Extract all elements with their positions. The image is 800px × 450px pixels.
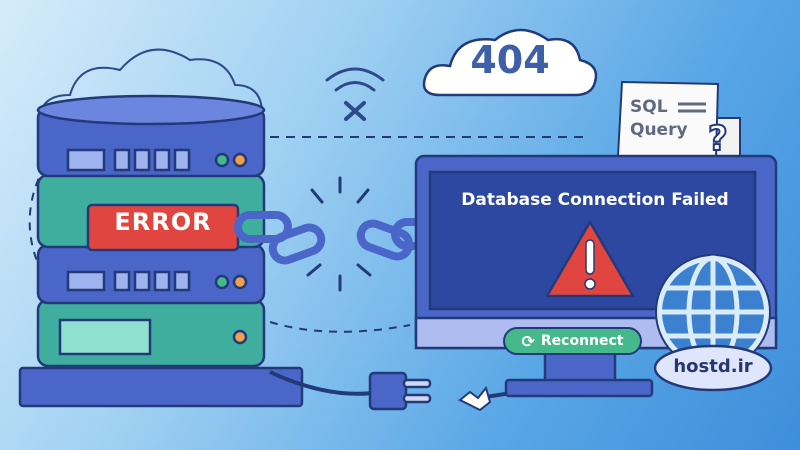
hostd-label: hostd.ir xyxy=(673,356,753,377)
refresh-icon: ⟳ xyxy=(521,331,535,351)
reconnect-label: Reconnect xyxy=(540,333,624,349)
globe-icon xyxy=(655,254,771,370)
hostd-badge-bg xyxy=(653,344,773,392)
spark-lines xyxy=(306,176,372,292)
sql-line2: Query xyxy=(630,120,688,140)
sql-line1: SQL xyxy=(630,97,668,117)
wifi-off-icon xyxy=(325,67,385,121)
background-cloud xyxy=(39,48,263,121)
broken-chain-icon xyxy=(234,211,449,265)
broken-socket-spark xyxy=(458,385,492,412)
plug-icon xyxy=(368,371,432,411)
server-base xyxy=(18,366,304,408)
warning-triangle-icon xyxy=(545,220,635,298)
monitor-title: Database Connection Failed xyxy=(461,190,729,210)
dashed-connection-bottom xyxy=(269,321,411,333)
reconnect-button[interactable]: ⟳ Reconnect xyxy=(503,327,642,355)
error-label: ERROR xyxy=(114,208,212,236)
question-mark-icon: ? xyxy=(708,119,728,159)
cloud-404 xyxy=(422,28,598,97)
error-code-404: 404 xyxy=(470,38,550,82)
sql-query-note: SQL Query xyxy=(630,96,688,142)
